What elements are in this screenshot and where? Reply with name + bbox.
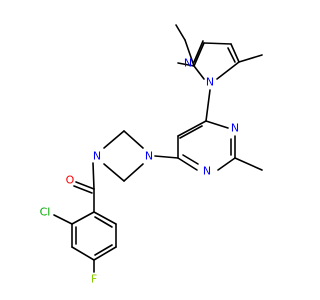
bond — [217, 157, 236, 171]
bond — [123, 163, 144, 182]
carbonyl-bond — [75, 181, 95, 190]
methyl-bond — [238, 54, 263, 63]
bond — [71, 211, 95, 225]
bond — [92, 162, 95, 190]
bond — [193, 65, 205, 80]
carbonyl-oxygen: O — [66, 174, 75, 187]
methyl-bond — [184, 39, 195, 67]
benzene-ring — [71, 211, 117, 261]
bond — [230, 43, 240, 63]
bond — [193, 40, 204, 63]
chloro-bond — [53, 214, 73, 225]
pyrazole-nitrogen-2: N — [184, 57, 192, 70]
bond — [205, 89, 211, 122]
pyrimidine-nitrogen-1: N — [203, 165, 211, 178]
bond — [71, 246, 95, 261]
bond — [93, 246, 117, 261]
bond — [193, 42, 205, 67]
pyrimidine-ring — [177, 120, 236, 171]
bond — [179, 125, 203, 139]
piperazine-nitrogen-4: N — [145, 150, 153, 163]
bond — [182, 154, 199, 165]
piperazine-ring — [103, 130, 144, 182]
bond — [94, 244, 113, 256]
pyrazole-ring — [177, 40, 240, 80]
bond — [203, 42, 232, 45]
bond — [205, 120, 229, 129]
bond — [227, 47, 236, 63]
pyrazole-nitrogen-1: N — [206, 76, 214, 89]
bond — [94, 216, 113, 228]
bond — [177, 157, 198, 171]
piperazine-nitrogen-1: N — [93, 150, 101, 163]
bond — [177, 120, 207, 137]
chlorine-atom: Cl — [40, 206, 51, 219]
molecule-structure-diagram: N N N N N N O Cl F — [40, 24, 263, 286]
bond — [93, 211, 117, 225]
bond — [177, 62, 195, 67]
methyl-bond — [175, 24, 186, 41]
bond — [103, 163, 125, 182]
methyl-bond — [234, 157, 263, 171]
carbonyl-bond — [73, 185, 93, 194]
fluorine-atom: F — [91, 273, 97, 286]
bond — [103, 130, 125, 149]
pyrimidine-nitrogen-3: N — [231, 122, 239, 135]
bond — [123, 130, 144, 149]
bond — [154, 155, 179, 159]
bond — [216, 61, 240, 80]
